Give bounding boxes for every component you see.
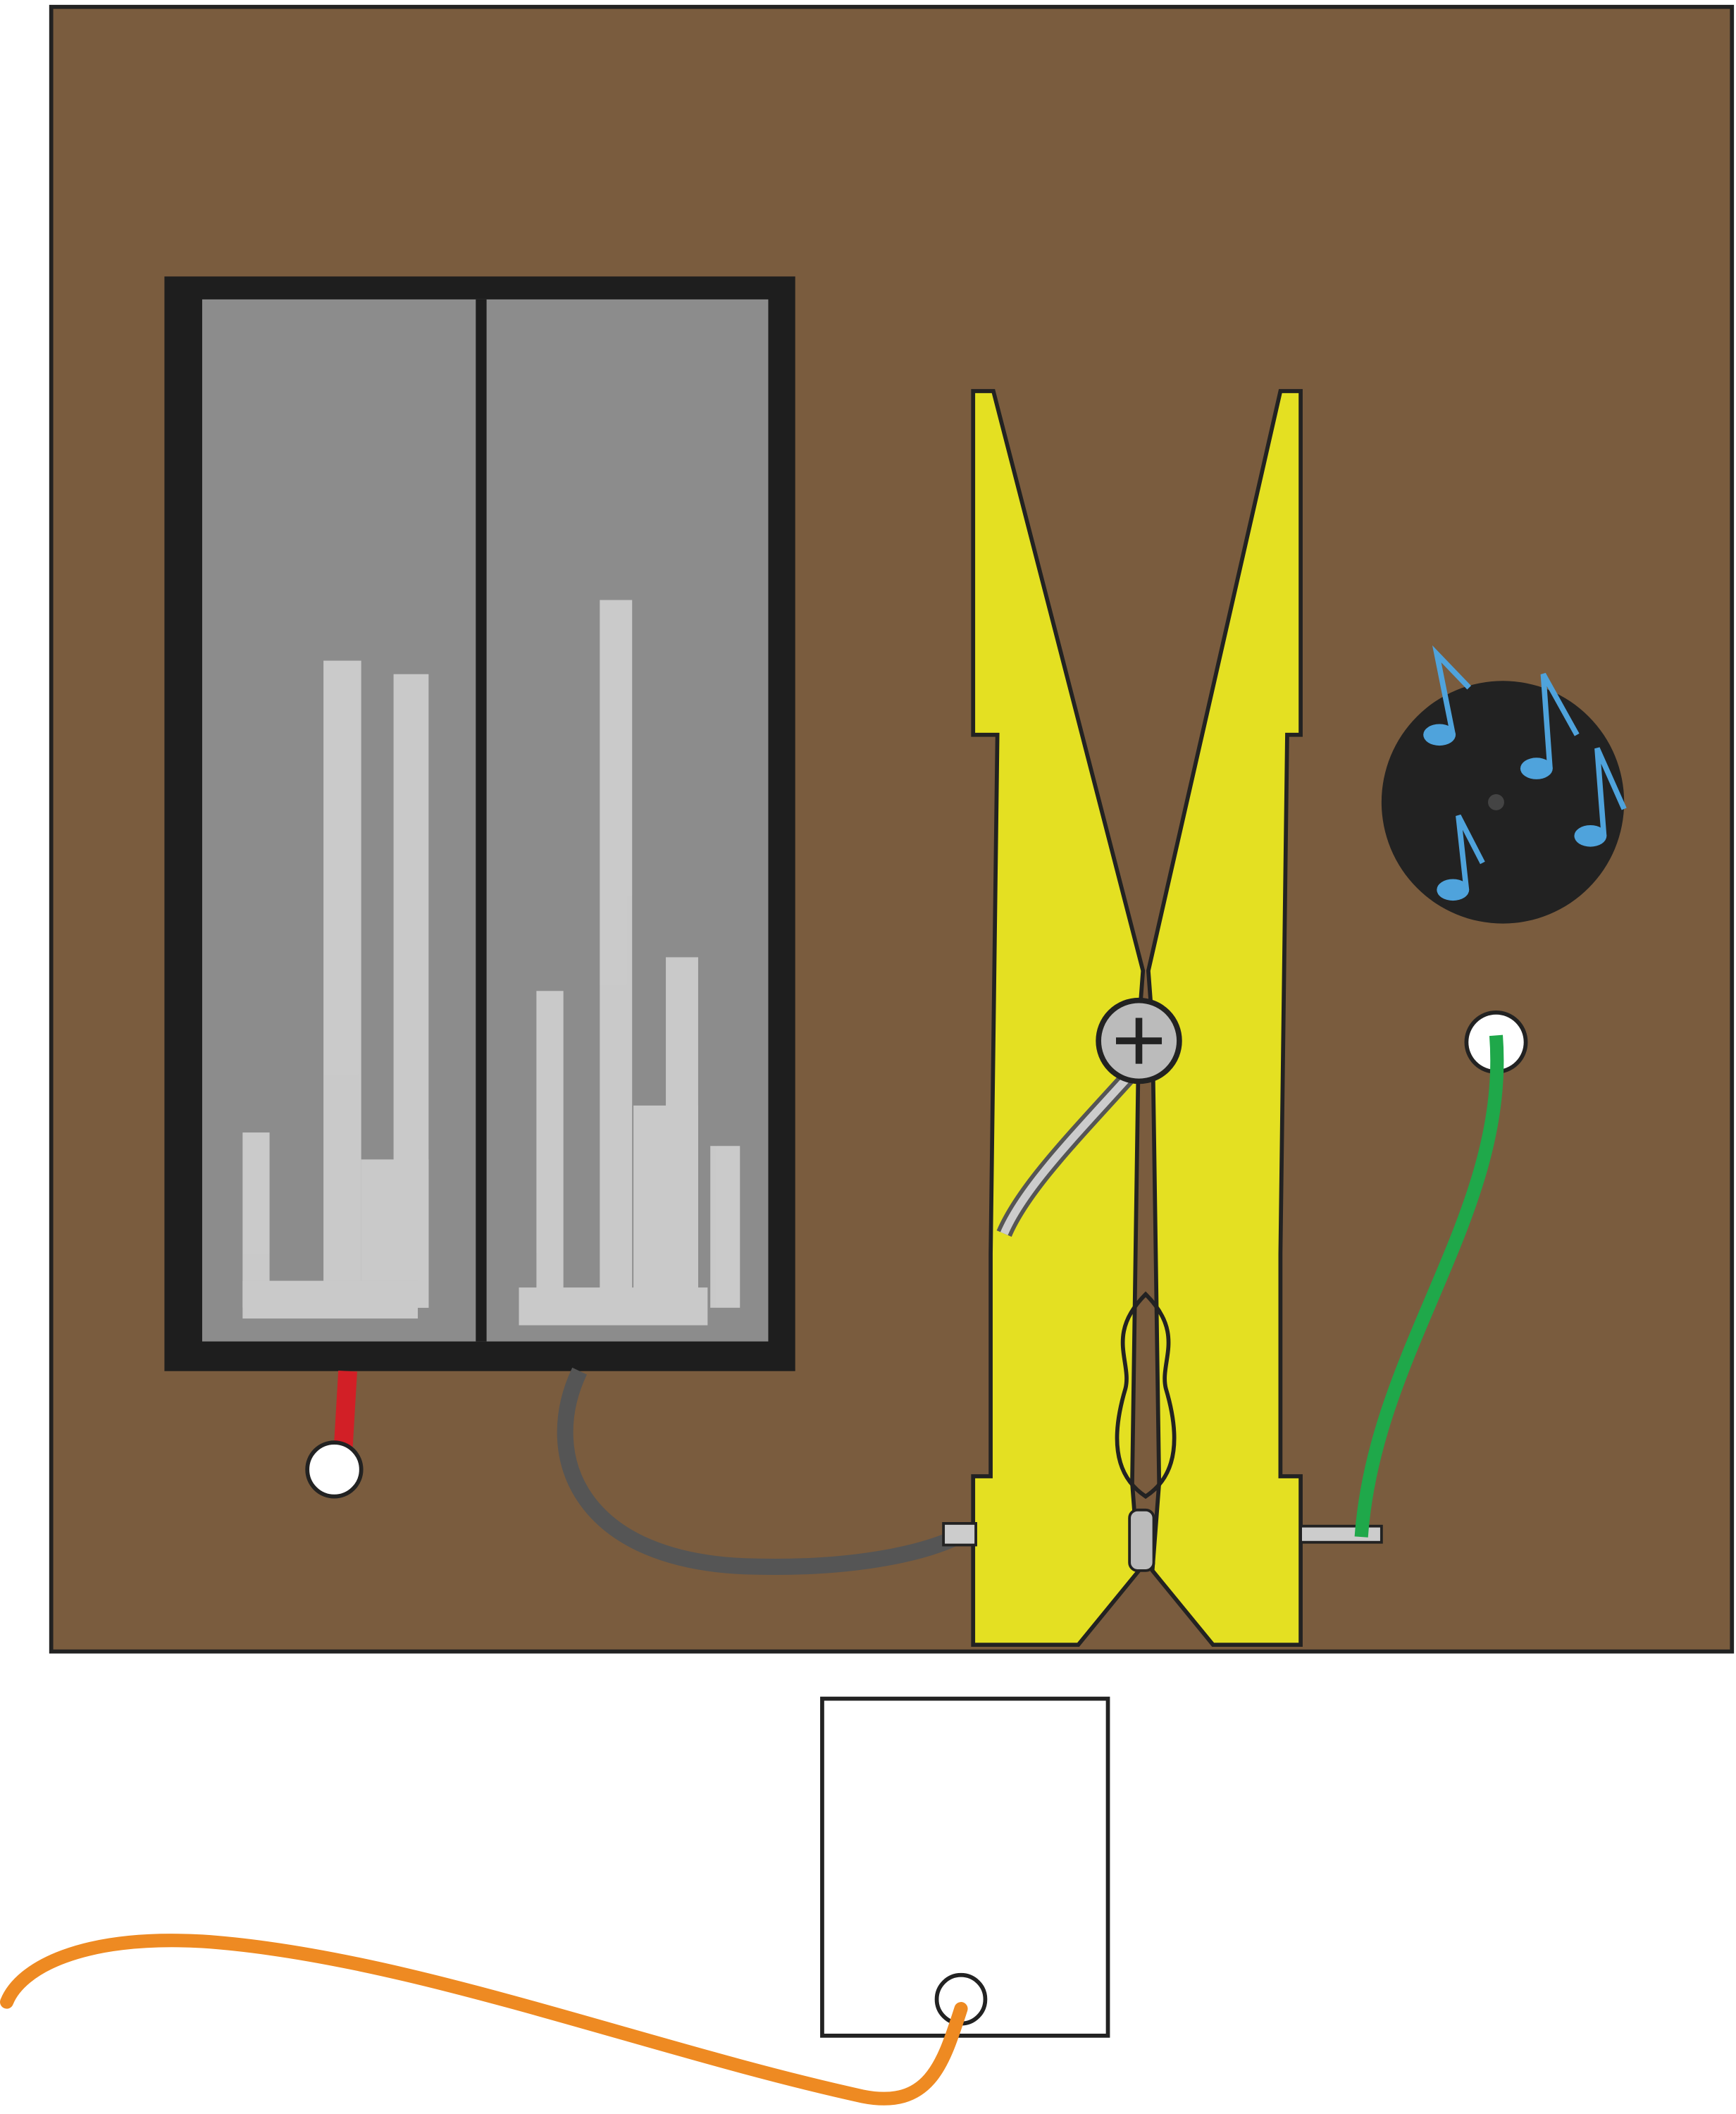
red-wire (305, 1370, 364, 1499)
clothespin-left-arm (971, 389, 1146, 1647)
green-wire (1354, 1010, 1528, 1538)
contact-left-bolt (942, 1522, 977, 1547)
contact-right-bolt (1299, 1524, 1383, 1544)
screw-plus-icon (1116, 1018, 1162, 1064)
touch-card (820, 1696, 1110, 2038)
clothespin-right-arm (1146, 389, 1303, 1647)
buzzer (1381, 645, 1627, 924)
battery-cell-right (519, 600, 740, 1325)
clothespin-switch (942, 389, 1383, 1647)
contact-center (1128, 1508, 1155, 1572)
clothespin-hole (1115, 1291, 1177, 1500)
orange-wire (0, 1934, 968, 2106)
battery-cell-left (242, 660, 429, 1319)
gray-wire (557, 1367, 961, 1575)
red-wire-eyelet (305, 1440, 364, 1499)
music-notes-icon (1423, 645, 1627, 901)
battery-holder (164, 276, 795, 1371)
